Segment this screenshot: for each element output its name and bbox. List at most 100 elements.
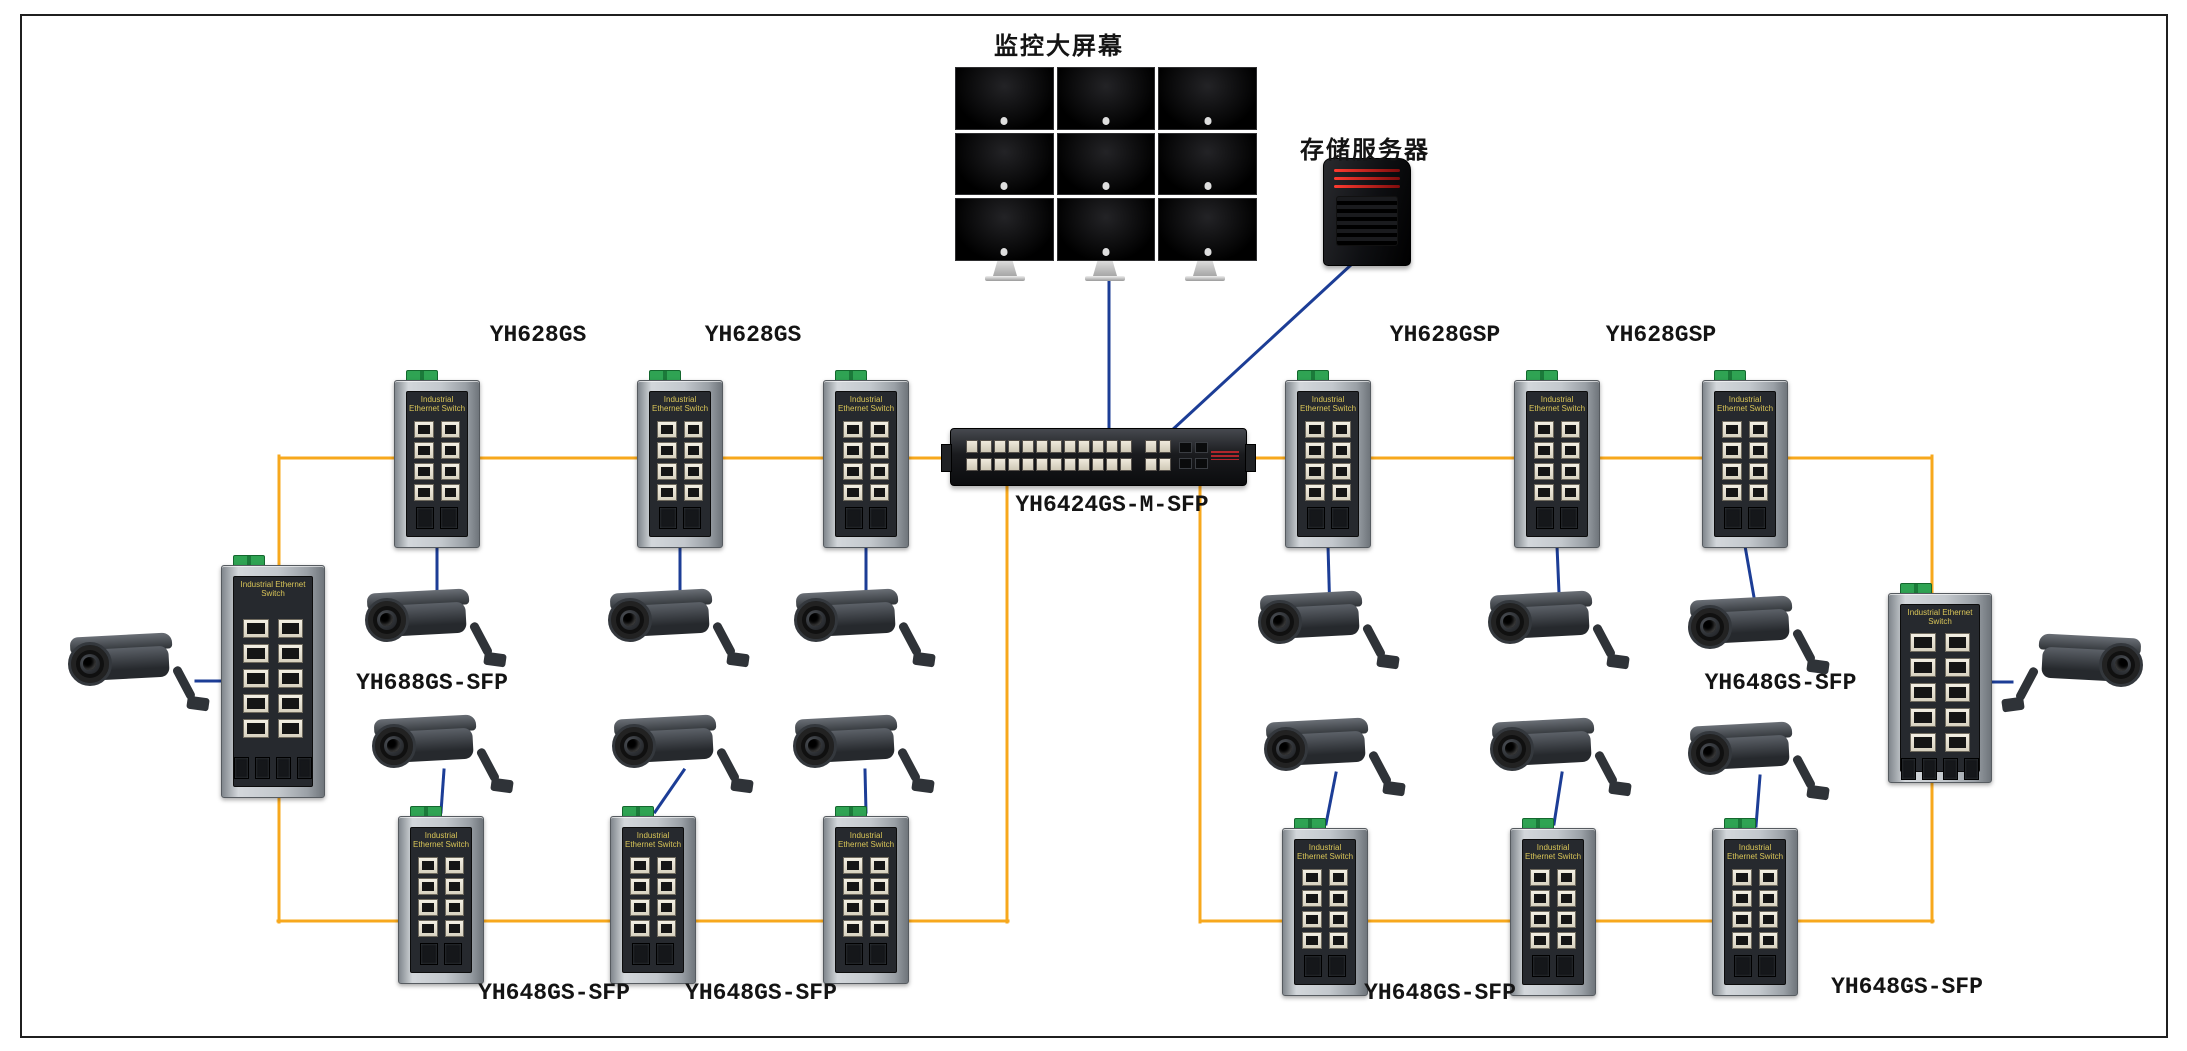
switch-panel: Industrial Ethernet Switch <box>406 391 468 537</box>
rj45-port <box>869 919 889 937</box>
port-grid <box>1725 862 1785 955</box>
port-grid <box>1901 627 1979 758</box>
rj45-port <box>1305 441 1325 459</box>
industrial-switch: Industrial Ethernet Switch <box>1712 818 1798 996</box>
industrial-switch: Industrial Ethernet Switch <box>1702 370 1788 548</box>
port-grid <box>836 414 896 507</box>
sfp-slot <box>869 943 887 965</box>
rj45-port <box>1159 458 1171 471</box>
rj45-port <box>843 483 863 501</box>
core-uplink-block <box>1145 440 1171 471</box>
switch-panel: Industrial Ethernet Switch <box>1714 391 1776 537</box>
switch-chassis: Industrial Ethernet Switch <box>394 380 480 548</box>
rj45-port <box>843 898 863 916</box>
rj45-port <box>1050 440 1062 453</box>
rj45-port <box>869 877 889 895</box>
rj45-port <box>1910 658 1936 677</box>
rj45-port <box>1910 633 1936 652</box>
label-bottom-right-switch-2: YH648GS-SFP <box>1831 974 1983 1000</box>
industrial-switch: Industrial Ethernet Switch <box>823 370 909 548</box>
port-grid <box>411 850 471 943</box>
rj45-port <box>1331 441 1351 459</box>
rj45-port <box>657 420 677 438</box>
label-storage-server: 存储服务器 <box>1300 138 1430 164</box>
sfp-row <box>1527 507 1587 536</box>
switch-panel: Industrial Ethernet Switch <box>1724 839 1786 985</box>
rj45-port <box>444 856 464 874</box>
sfp-row <box>1901 758 1979 787</box>
switch-chassis: Industrial Ethernet Switch <box>823 380 909 548</box>
cctv-camera <box>1490 712 1632 797</box>
port-grid <box>234 599 312 757</box>
port-grid <box>1295 862 1355 955</box>
port-grid <box>1298 414 1358 507</box>
stand-base <box>1085 276 1125 281</box>
rj45-port <box>1008 458 1020 471</box>
rj45-port <box>440 441 460 459</box>
switch-panel: Industrial Ethernet Switch <box>835 391 897 537</box>
rj45-port <box>657 441 677 459</box>
rj45-port <box>414 420 434 438</box>
monitor-screen <box>1056 67 1156 130</box>
rj45-port <box>1560 441 1580 459</box>
port-grid <box>1715 414 1775 507</box>
stand-base <box>985 276 1025 281</box>
label-core-switch: YH6424GS-M-SFP <box>1015 492 1209 518</box>
ethernet-link <box>1167 261 1355 435</box>
rj45-port <box>980 440 992 453</box>
rj45-port <box>1022 458 1034 471</box>
apple-logo-icon <box>1102 116 1110 125</box>
rj45-port <box>630 856 650 874</box>
rj45-port <box>243 718 269 738</box>
rj45-port <box>1910 708 1936 727</box>
sfp-row <box>836 943 896 972</box>
sfp-slot <box>234 757 249 779</box>
switch-panel: Industrial Ethernet Switch <box>1297 391 1359 537</box>
rj45-port <box>1328 910 1348 928</box>
rj45-port <box>1064 458 1076 471</box>
rj45-port <box>1732 889 1752 907</box>
brand-mark <box>1211 451 1239 460</box>
rj45-port <box>1305 420 1325 438</box>
core-switch <box>941 428 1256 486</box>
rj45-port <box>1722 462 1742 480</box>
rj45-port <box>1078 458 1090 471</box>
rj45-port <box>1556 868 1576 886</box>
apple-logo-icon <box>1102 248 1110 256</box>
rj45-port <box>1092 458 1104 471</box>
monitor-stand <box>985 261 1025 281</box>
monitor-screen <box>1158 132 1257 196</box>
rj45-port <box>1534 420 1554 438</box>
rj45-port <box>1534 462 1554 480</box>
rj45-port <box>1944 708 1970 727</box>
sfp-slot <box>1195 442 1208 453</box>
rj45-port <box>440 483 460 501</box>
rj45-port <box>1305 483 1325 501</box>
label-bottom-right-switch-1: YH648GS-SFP <box>1364 980 1516 1006</box>
rj45-port <box>418 898 438 916</box>
rj45-port <box>1022 440 1034 453</box>
sfp-slot <box>869 507 887 529</box>
stand-neck <box>1093 261 1117 276</box>
rj45-port <box>980 458 992 471</box>
rj45-port <box>1331 420 1351 438</box>
diagram-border <box>20 14 2168 1038</box>
sfp-slot <box>1307 507 1325 529</box>
rj45-port <box>1534 483 1554 501</box>
label-bottom-left-switch-2: YH648GS-SFP <box>685 980 837 1006</box>
sfp-row <box>1295 955 1355 984</box>
port-grid <box>650 414 710 507</box>
monitor-wall <box>955 67 1257 261</box>
rj45-port <box>1534 441 1554 459</box>
sfp-slot <box>1748 507 1766 529</box>
sfp-slot <box>276 757 291 779</box>
switch-chassis: Industrial Ethernet Switch <box>1514 380 1600 548</box>
switch-chassis: Industrial Ethernet Switch <box>610 816 696 984</box>
rj45-port <box>869 462 889 480</box>
ethernet-link <box>1324 771 1338 826</box>
sfp-row <box>650 507 710 536</box>
switch-panel: Industrial Ethernet Switch <box>1522 839 1584 985</box>
rj45-port <box>1556 910 1576 928</box>
monitor-stand <box>1085 261 1125 281</box>
